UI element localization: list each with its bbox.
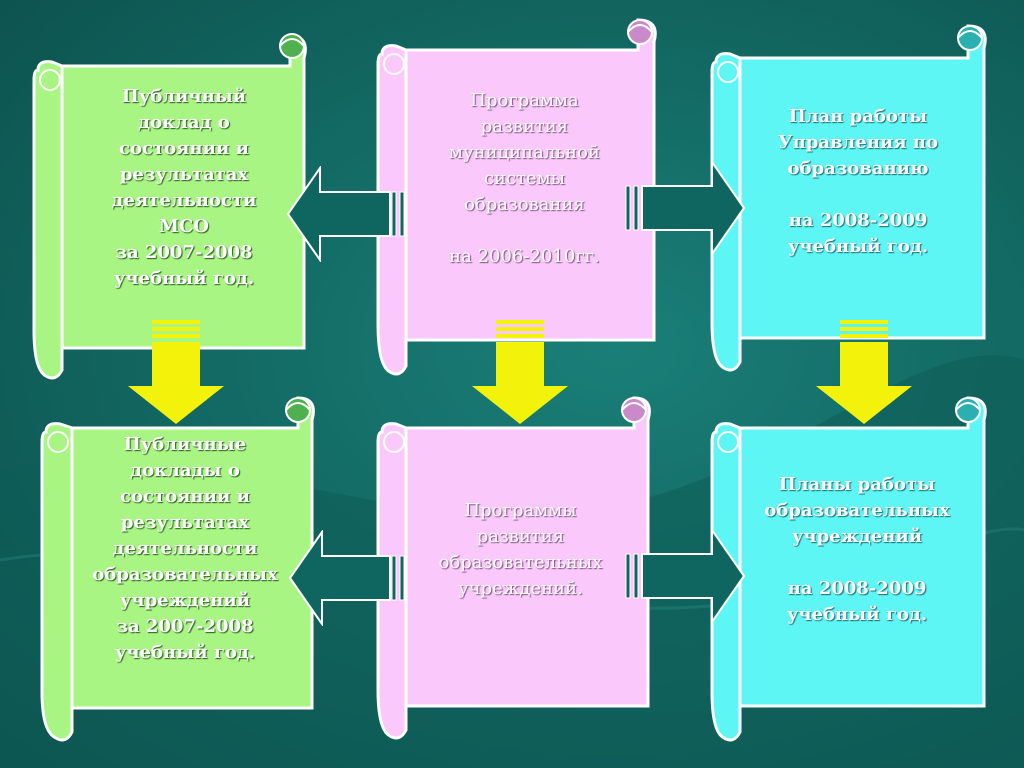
scroll-institution-programs: Программы развития образовательных учреж…: [372, 392, 654, 742]
scroll-text: Публичный доклад о состоянии и результат…: [111, 86, 257, 289]
scroll-text: Программы развития образовательных учреж…: [438, 500, 603, 599]
arrow-left-bottom: [288, 530, 405, 626]
arrow-down-left: [128, 320, 224, 424]
arrow-down-center: [472, 320, 568, 424]
arrow-right-bottom: [625, 528, 746, 624]
scroll-shape: [40, 396, 315, 742]
scroll-text: Публичные доклады о состоянии и результа…: [92, 434, 278, 663]
scroll-shape: [710, 24, 987, 372]
scroll-shape: [376, 396, 651, 740]
scroll-shape: [32, 33, 307, 380]
scroll-text: План работы Управления по образованию на…: [778, 106, 938, 257]
arrow-down-right: [816, 320, 912, 424]
scroll-work-plan-department: План работы Управления по образованию на…: [706, 18, 990, 374]
arrow-left-top: [286, 166, 405, 262]
scroll-institution-work-plans: Планы работы образовательных учреждений …: [706, 392, 990, 744]
scroll-text: Программа развития муниципальной системы…: [449, 90, 600, 267]
scroll-public-reports-institutions: Публичные доклады о состоянии и результа…: [36, 392, 318, 744]
arrow-right-top: [625, 160, 746, 256]
scroll-text: Планы работы образовательных учреждений …: [764, 474, 950, 625]
scroll-public-report-mso: Публичный доклад о состоянии и результат…: [28, 30, 310, 384]
